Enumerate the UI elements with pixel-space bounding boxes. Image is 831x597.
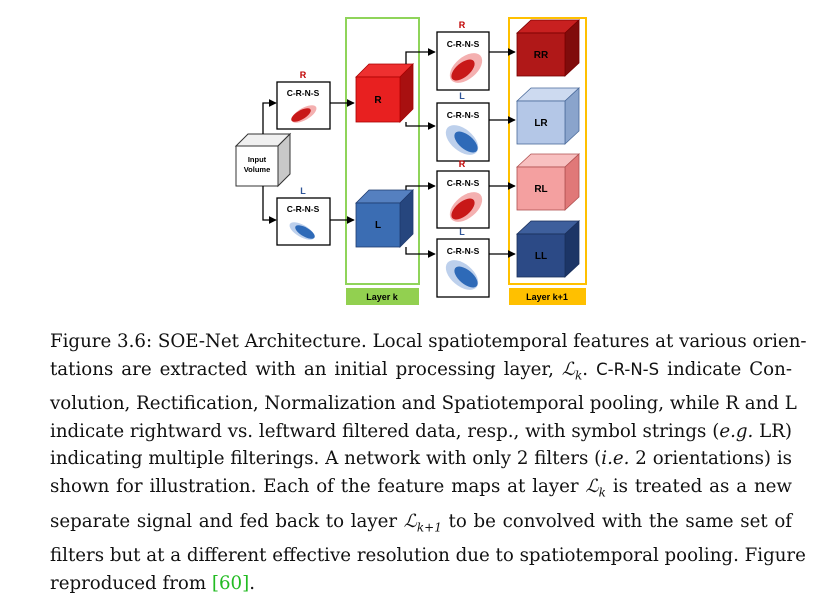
rr-cube: RR xyxy=(515,19,581,77)
caption-line: shown for illustration. Each of the feat… xyxy=(50,476,793,500)
layer-k-box xyxy=(345,17,420,285)
figure-caption: Figure 3.6: SOE-Net Architecture. Local … xyxy=(50,328,807,597)
crns-box-2-2: C-R-N-S xyxy=(436,102,490,162)
crns-box-2-1: C-R-N-S xyxy=(436,31,490,91)
lr-cube: LR xyxy=(515,87,581,145)
rl-cube: RL xyxy=(515,153,581,211)
caption-line: indicating multiple filterings. A networ… xyxy=(50,448,793,470)
math-symbol: ℒk xyxy=(585,476,606,500)
crns2-1-r-label: R xyxy=(459,20,466,30)
svg-text:C-R-N-S: C-R-N-S xyxy=(447,246,480,256)
crns-box-2-3: C-R-N-S xyxy=(436,170,490,229)
svg-text:RR: RR xyxy=(534,50,549,61)
layer-k1-label: Layer k+1 xyxy=(526,292,568,302)
svg-text:L: L xyxy=(375,220,381,231)
layer-k1-label-bg xyxy=(509,288,586,305)
input-volume-cube: Input Volume xyxy=(234,132,292,188)
math-symbol: ℒk xyxy=(561,358,583,383)
layer-k1-box xyxy=(508,17,587,285)
svg-text:RL: RL xyxy=(534,184,547,195)
layer-k-label: Layer k xyxy=(366,292,399,302)
caption-line: tations are extracted with an initial pr… xyxy=(50,358,792,383)
crns2-2-l-label: L xyxy=(459,91,465,101)
input-volume-label-2: Volume xyxy=(244,165,271,174)
ll-cube: LL xyxy=(515,220,581,278)
svg-text:LR: LR xyxy=(534,118,548,129)
caption-line: indicate rightward vs. leftward filtered… xyxy=(50,420,792,442)
abbrev-eg: e.g. xyxy=(719,420,754,442)
layer-k-label-bg xyxy=(346,288,419,305)
caption-line: reproduced from [60]. xyxy=(50,572,256,594)
crns2-4-l-label: L xyxy=(459,227,465,237)
crns-box-top: C-R-N-S xyxy=(276,81,331,130)
l-cube: L xyxy=(355,189,414,248)
svg-text:LL: LL xyxy=(535,251,547,262)
r-cube: R xyxy=(355,63,414,123)
svg-text:C-R-N-S: C-R-N-S xyxy=(287,88,320,98)
citation-link[interactable]: [60] xyxy=(211,572,250,594)
input-volume-label-1: Input xyxy=(248,155,267,164)
caption-line: separate signal and fed back to layer ℒk… xyxy=(50,510,793,535)
svg-text:C-R-N-S: C-R-N-S xyxy=(287,204,320,214)
crns-box-2-4: C-R-N-S xyxy=(436,238,490,298)
caption-line: filters but at a different effective res… xyxy=(50,544,806,566)
crns-box-bottom: C-R-N-S xyxy=(276,197,331,246)
svg-text:R: R xyxy=(374,95,382,106)
crns-term: C-R-N-S xyxy=(596,359,660,379)
math-symbol: ℒk+1 xyxy=(403,510,442,535)
abbrev-ie: i.e. xyxy=(601,448,630,470)
crns-bottom-l-label: L xyxy=(300,186,306,196)
soe-net-architecture-diagram: Layer k Layer k+1 Input Volume R C-R-N-S… xyxy=(234,17,587,305)
svg-text:C-R-N-S: C-R-N-S xyxy=(447,110,480,120)
caption-line: Figure 3.6: SOE-Net Architecture. Local … xyxy=(50,331,807,352)
svg-text:C-R-N-S: C-R-N-S xyxy=(447,178,480,188)
crns2-3-r-label: R xyxy=(459,159,466,169)
svg-text:C-R-N-S: C-R-N-S xyxy=(447,39,480,49)
caption-line: volution, Rectification, Normalization a… xyxy=(50,393,797,415)
crns-top-r-label: R xyxy=(300,70,307,80)
